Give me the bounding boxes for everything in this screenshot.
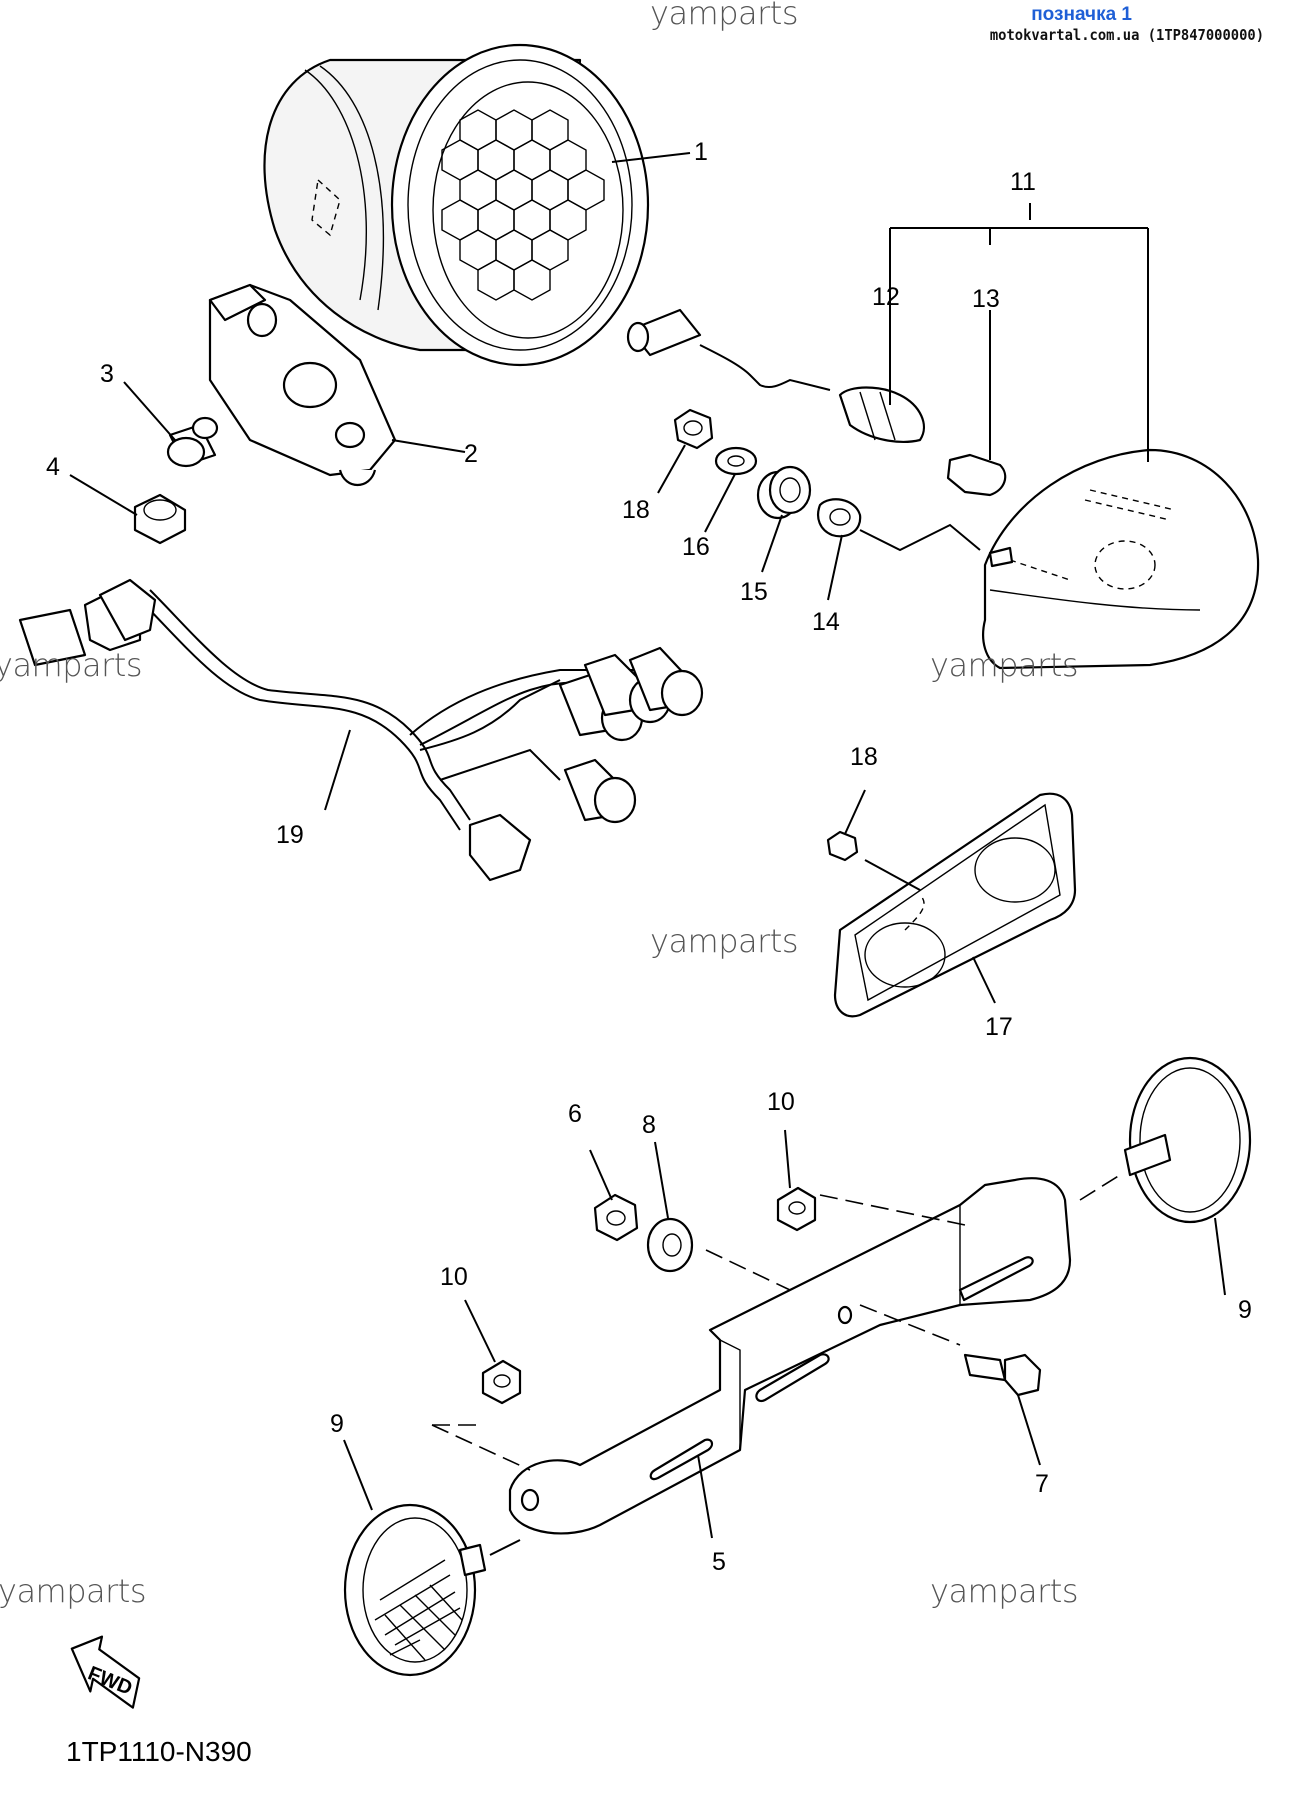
callout-11: 11 bbox=[1010, 168, 1036, 196]
callout-1: 1 bbox=[694, 138, 708, 166]
callout-4: 4 bbox=[46, 453, 60, 481]
side-reflector bbox=[826, 792, 1077, 1018]
assembly-lines bbox=[431, 523, 1121, 1556]
watermark: yamparts bbox=[930, 646, 1079, 684]
watermark: yamparts bbox=[930, 1572, 1079, 1610]
callout-18-top: 18 bbox=[622, 496, 650, 524]
callout-10-left: 10 bbox=[440, 1263, 468, 1291]
callout-9-right: 9 bbox=[1238, 1296, 1252, 1324]
headlight-assembly bbox=[263, 43, 650, 367]
callout-15: 15 bbox=[740, 578, 768, 606]
callout-3: 3 bbox=[100, 360, 114, 388]
callout-13: 13 bbox=[972, 285, 1000, 313]
watermark: yamparts bbox=[0, 1572, 147, 1610]
round-reflector-right bbox=[1123, 1056, 1252, 1224]
callout-17: 17 bbox=[985, 1013, 1013, 1041]
callout-5: 5 bbox=[712, 1548, 726, 1576]
callout-10-top: 10 bbox=[767, 1088, 795, 1116]
watermark: yamparts bbox=[650, 922, 799, 960]
headlight-bracket bbox=[208, 283, 397, 486]
callout-18-mid: 18 bbox=[850, 743, 878, 771]
fwd-arrow-icon: FWD bbox=[70, 1635, 141, 1709]
watermark: yamparts bbox=[650, 0, 799, 32]
nut-part-4 bbox=[133, 493, 187, 545]
marker-light-assembly bbox=[982, 448, 1260, 670]
callout-7: 7 bbox=[1035, 1470, 1049, 1498]
tag-link[interactable]: позначка 1 bbox=[1031, 4, 1132, 25]
callout-2: 2 bbox=[464, 440, 478, 468]
callout-labels: 1 2 3 4 5 6 7 8 9 9 10 10 11 12 13 14 15… bbox=[46, 138, 1252, 1576]
diagram-code: 1TP1110-N390 bbox=[66, 1736, 252, 1767]
callout-19: 19 bbox=[276, 821, 304, 849]
wire-harness bbox=[18, 578, 704, 882]
hex-lens-pattern bbox=[441, 109, 605, 301]
callout-16: 16 bbox=[682, 533, 710, 561]
leader-lines bbox=[69, 152, 1226, 1539]
watermark: yamparts bbox=[0, 646, 143, 684]
lower-mount-bracket bbox=[508, 1177, 1072, 1535]
callout-14: 14 bbox=[812, 608, 840, 636]
callout-8: 8 bbox=[642, 1111, 656, 1139]
grommet-set bbox=[673, 408, 862, 538]
bulb-socket-wire bbox=[626, 308, 1007, 497]
hardware-small bbox=[481, 1186, 1042, 1405]
callout-12: 12 bbox=[872, 283, 900, 311]
callout-9-left: 9 bbox=[330, 1410, 344, 1438]
bolt-part-3 bbox=[166, 416, 219, 468]
callout-6: 6 bbox=[568, 1100, 582, 1128]
site-reference: motokvartal.com.ua (1TP847000000) bbox=[989, 26, 1264, 44]
round-reflector-left bbox=[343, 1503, 487, 1677]
